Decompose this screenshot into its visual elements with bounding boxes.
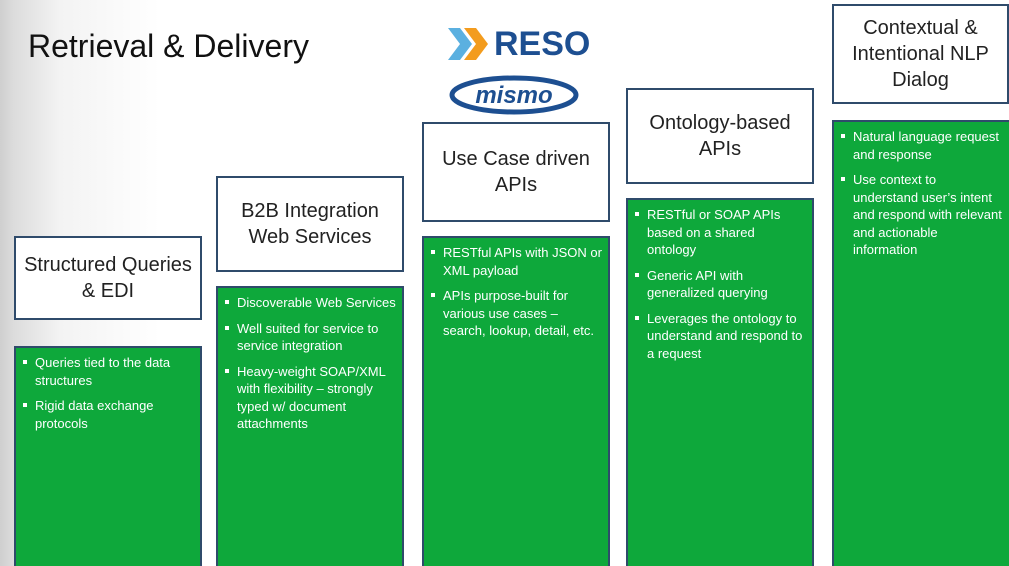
heading-text: Ontology-based APIs <box>649 112 791 160</box>
bullet: Generic API with generalized querying <box>634 267 806 302</box>
bullet: Well suited for service to service integ… <box>224 320 396 355</box>
content-structured-queries: Queries tied to the data structures Rigi… <box>14 346 202 566</box>
heading-ontology-apis: Ontology-based APIs <box>626 88 814 184</box>
logos: RESO mismo <box>446 24 596 115</box>
bullet: Heavy-weight SOAP/XML with flexibility –… <box>224 363 396 433</box>
page-title: Retrieval & Delivery <box>28 28 309 64</box>
heading-text: B2B Integration Web Services <box>241 200 379 248</box>
content-use-case-apis: RESTful APIs with JSON or XML payload AP… <box>422 236 610 566</box>
bullet: RESTful or SOAP APIs based on a shared o… <box>634 206 806 259</box>
bullet: Rigid data exchange protocols <box>22 397 194 432</box>
content-ontology-apis: RESTful or SOAP APIs based on a shared o… <box>626 198 814 566</box>
bullet: Discoverable Web Services <box>224 294 396 312</box>
reso-wordmark: RESO <box>494 24 591 63</box>
bullet: RESTful APIs with JSON or XML payload <box>430 244 602 279</box>
heading-text: Use Case driven APIs <box>442 148 590 196</box>
bullet: Use context to understand user’s intent … <box>840 171 1003 259</box>
mismo-wordmark: mismo <box>475 82 552 109</box>
reso-x-icon <box>448 28 488 60</box>
heading-text: Structured Queries & EDI <box>24 254 192 302</box>
bullet: APIs purpose-built for various use cases… <box>430 287 602 340</box>
bullet: Leverages the ontology to understand and… <box>634 310 806 363</box>
heading-contextual-nlp: Contextual & Intentional NLP Dialog <box>832 4 1009 104</box>
reso-logo: RESO <box>446 24 590 64</box>
heading-structured-queries: Structured Queries & EDI <box>14 236 202 320</box>
heading-text: Contextual & Intentional NLP Dialog <box>852 17 989 91</box>
heading-b2b-integration: B2B Integration Web Services <box>216 176 404 272</box>
content-contextual-nlp: Natural language request and response Us… <box>832 120 1009 566</box>
bullet: Queries tied to the data structures <box>22 354 194 389</box>
heading-use-case-apis: Use Case driven APIs <box>422 122 610 222</box>
mismo-logo: mismo <box>449 75 579 115</box>
content-b2b-integration: Discoverable Web Services Well suited fo… <box>216 286 404 566</box>
bullet: Natural language request and response <box>840 128 1003 163</box>
